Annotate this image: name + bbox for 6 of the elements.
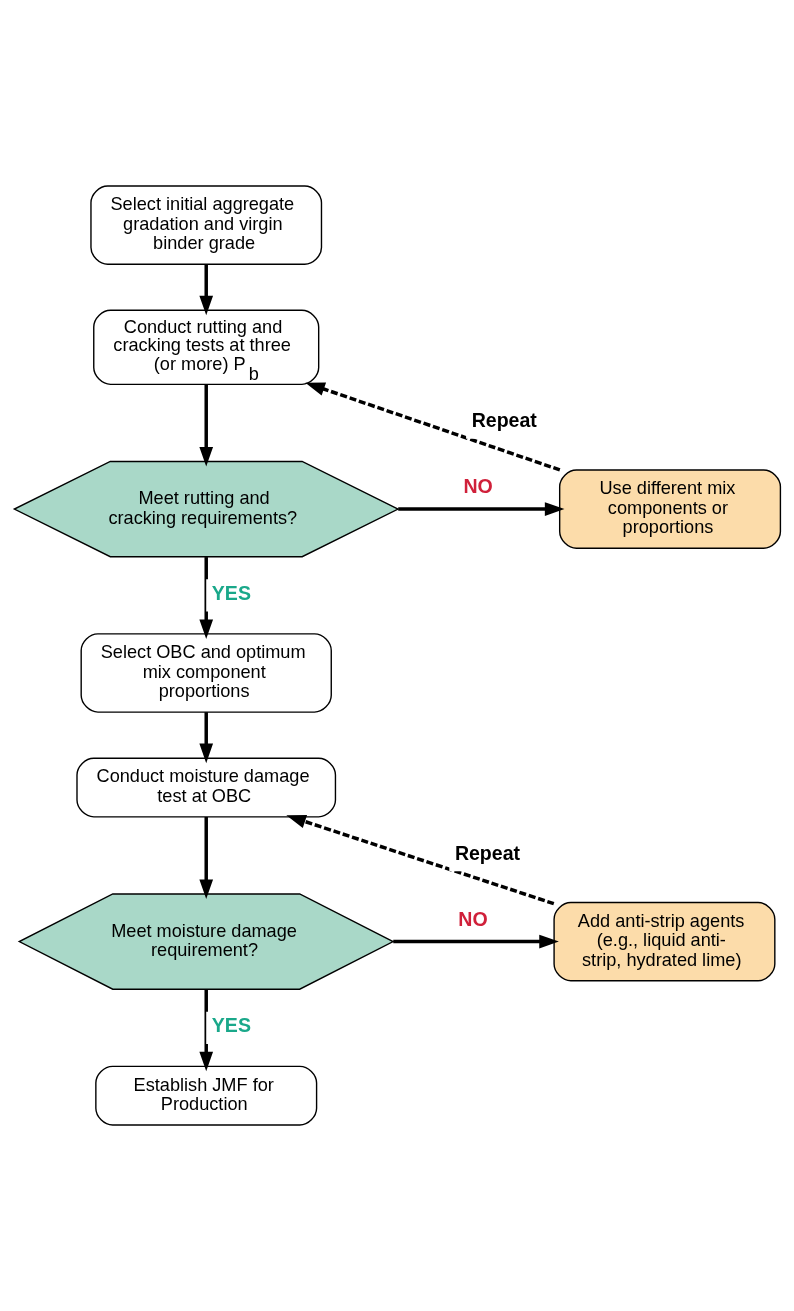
edge-label: YES	[211, 1014, 251, 1037]
edge-label: YES	[211, 581, 251, 604]
edge-label: Repeat	[454, 841, 520, 864]
edge-label: NO	[462, 475, 493, 498]
edge-label: Repeat	[471, 409, 537, 432]
edge-label: NO	[457, 907, 488, 930]
